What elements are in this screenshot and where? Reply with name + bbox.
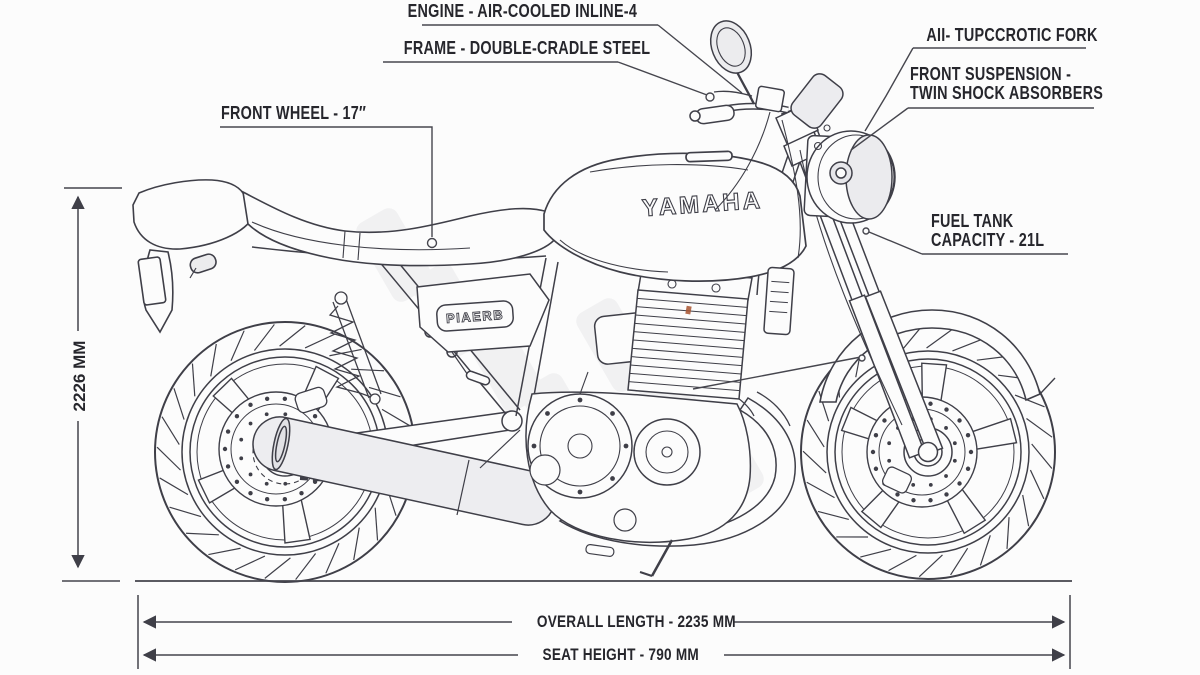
rear-shock — [328, 291, 382, 405]
mirror — [709, 20, 753, 74]
callout-frame-text: FRAME - DOUBLE-CRADLE STEEL — [403, 38, 651, 58]
callout-fork-text: AII- TUPCCROTIC FORK — [926, 25, 1098, 45]
master-cylinder — [755, 85, 785, 113]
callout-engine-label: ENGINE - AIR-COOLED INLINE-4 — [372, 2, 672, 21]
dimension-overall-height: 2226 MM — [70, 251, 90, 501]
dimension-seat-height-text: SEAT HEIGHT - 790 MM — [542, 645, 700, 664]
callout-front-suspension-line2: TWIN SHOCK ABSORBERS — [910, 83, 1104, 103]
rear-brake-caliper — [294, 386, 328, 414]
cockpit — [689, 20, 844, 259]
dimension-overall-height-text: 2226 MM — [70, 340, 89, 412]
tail-section — [132, 179, 255, 334]
callout-fuel-tank-line1: FUEL TANK — [931, 211, 1014, 231]
front-brake-caliper — [881, 466, 913, 494]
brake-reservoir — [763, 266, 795, 336]
callout-fork-label: AII- TUPCCROTIC FORK — [905, 25, 1098, 45]
callout-frame-label: FRAME - DOUBLE-CRADLE STEEL — [373, 39, 650, 58]
dimension-lines — [62, 187, 1072, 669]
dimension-overall-length: OVERALL LENGTH - 2235 MM — [512, 612, 736, 631]
callout-front-wheel-label: FRONT WHEEL - 17″ — [221, 104, 402, 123]
side-panel: PIAERB — [416, 273, 550, 353]
callout-front-suspension-label: FRONT SUSPENSION - TWIN SHOCK ABSORBERS — [910, 65, 1151, 103]
left-grip — [695, 104, 735, 125]
callout-front-suspension-line1: FRONT SUSPENSION - — [910, 64, 1072, 84]
dimension-seat-height: SEAT HEIGHT - 790 MM — [518, 645, 724, 664]
headlight — [803, 124, 896, 224]
callout-fuel-tank-line2: CAPACITY - 21L — [931, 230, 1045, 250]
gauge-cluster — [790, 73, 844, 129]
rear-turn-signal — [189, 253, 217, 274]
callout-engine-text: ENGINE - AIR-COOLED INLINE-4 — [407, 1, 637, 21]
side-badge-text: PIAERB — [446, 307, 505, 326]
engine — [525, 267, 753, 577]
callout-lines — [220, 24, 1094, 390]
callout-fuel-tank-label: FUEL TANK CAPACITY - 21L — [931, 212, 1073, 250]
callout-front-wheel-text: FRONT WHEEL - 17″ — [221, 103, 367, 123]
dimension-overall-length-text: OVERALL LENGTH - 2235 MM — [536, 612, 736, 631]
fuel-tank: YAMAHA — [543, 150, 807, 282]
